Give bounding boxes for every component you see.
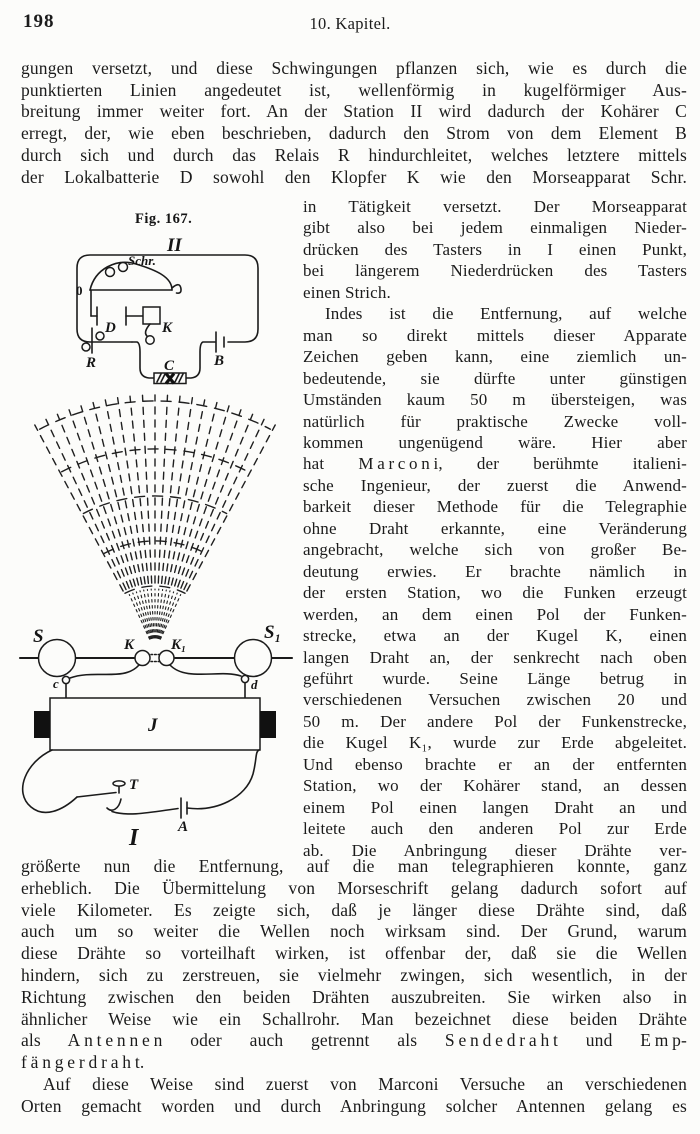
label-coil-j: J bbox=[147, 715, 158, 736]
text-line: 50 m. Der andere Pol der Funkenstrecke, bbox=[303, 711, 687, 731]
label-battery-d: D bbox=[104, 320, 116, 336]
spark-ball-k-icon bbox=[134, 649, 151, 667]
text-line: langen Draht an, der senkrecht nach oben bbox=[303, 647, 687, 667]
label-battery-b: B bbox=[213, 353, 224, 369]
text-line: der ersten Station, wo die Funken erzeug… bbox=[303, 583, 687, 603]
coherer-icon bbox=[153, 372, 187, 385]
text-line: Zeichen geben kann, eine ziemlich un- bbox=[303, 347, 687, 367]
text-line: diese Drähte so vorteilhaft wirken, ist … bbox=[21, 943, 687, 964]
label-taster-t: T bbox=[129, 777, 139, 793]
text-line: natürlich für praktische Zwecke voll- bbox=[303, 411, 687, 431]
label-zero: 0 bbox=[76, 283, 83, 298]
text-line: geführt wurde. Seine Länge betrug in bbox=[303, 668, 687, 688]
figure-caption: Fig. 167. bbox=[135, 211, 192, 227]
station-i-apparatus: S S₁ K K₁ c d J T bbox=[18, 622, 294, 851]
text-line: Und ebenso brachte er an der entfernten bbox=[303, 754, 687, 774]
page-number: 198 bbox=[23, 11, 55, 32]
text-line: auch um so weiter die Wellen noch wirksa… bbox=[21, 921, 687, 942]
text-line: hindern, sich zu zerstreuen, sie vielmeh… bbox=[21, 964, 687, 985]
text-line: drücken des Tasters in I einen Punkt, bbox=[303, 239, 687, 259]
wave-fan bbox=[34, 394, 276, 640]
label-station-i: I bbox=[128, 825, 140, 851]
text-line: Orten gemacht worden und durch Anbringun… bbox=[21, 1095, 687, 1116]
label-ball-k: K bbox=[123, 637, 135, 653]
text-line: Auf diese Weise sind zuerst von Marconi … bbox=[43, 1073, 687, 1094]
label-schr: Schr. bbox=[128, 253, 156, 268]
text-line: erregt, der, wie eben beschrieben, dadur… bbox=[21, 123, 687, 144]
label-ball-k1: K₁ bbox=[170, 637, 186, 653]
text-line: durch sich und durch das Relais R hindur… bbox=[21, 144, 687, 165]
text-line: ohne Draht erkannte, eine Veränderung bbox=[303, 518, 687, 538]
text-line: der Lokalbatterie D sowohl den Klopfer K… bbox=[21, 166, 687, 187]
text-line: als A n t e n n e n oder auch getrennt a… bbox=[21, 1030, 687, 1051]
text-line: deutung erwies. Er brachte nämlich in bbox=[303, 561, 687, 581]
label-sphere-s1: S₁ bbox=[264, 622, 281, 643]
text-line: barkeit dieser Methode für die Telegraph… bbox=[303, 497, 687, 517]
text-line: gungen versetzt, und diese Schwingungen … bbox=[21, 58, 687, 78]
label-terminal-c: c bbox=[53, 676, 59, 691]
text-line: leitete auch den anderen Pol zur Erde bbox=[303, 819, 687, 839]
text-line: Indes ist die Entfernung, auf welche bbox=[325, 304, 687, 324]
text-line: bedeutende, sie dürfte unter günstigen bbox=[303, 368, 687, 388]
text-line: einem Pol einen langen Draht an und bbox=[303, 797, 687, 817]
station-ii-circuit: II C B bbox=[76, 235, 259, 385]
text-line: verschiedenen Versuchen zwischen 20 und bbox=[303, 690, 687, 710]
text-line: einen Strich. bbox=[303, 282, 391, 302]
text-line: erheblich. Die Übermittelung von Morsesc… bbox=[21, 877, 687, 898]
text-line: Station, wo der Kohärer stand, an dessen bbox=[303, 776, 687, 796]
text-line: in Tätigkeit versetzt. Der Morseapparat bbox=[303, 197, 687, 216]
relay-icon bbox=[81, 327, 105, 354]
label-station-ii: II bbox=[166, 235, 182, 256]
label-sphere-s: S bbox=[33, 626, 44, 647]
paragraph-top: gungen versetzt, und diese Schwingungen … bbox=[21, 58, 687, 188]
text-line: gibt also bei jedem einmaligen Nieder- bbox=[303, 218, 687, 238]
label-coherer-c: C bbox=[164, 358, 175, 374]
text-line: viele Kilometer. Es zeigte sich, daß je … bbox=[21, 899, 687, 920]
battery-a-icon bbox=[180, 797, 188, 819]
battery-b-icon bbox=[215, 331, 225, 353]
text-line: ab. Die Anbringung dieser Drähte ver- bbox=[303, 840, 687, 860]
text-line: punktierten Linien angedeutet ist, welle… bbox=[21, 79, 687, 100]
text-line: sche Ingenieur, der zuerst die Anwend- bbox=[303, 475, 687, 495]
label-klopfer-k: K bbox=[161, 320, 173, 336]
text-line: werden, an dem einen Pol der Funken- bbox=[303, 604, 687, 624]
text-line: bei längerem Niederdrücken des Tasters bbox=[303, 261, 687, 281]
sphere-s1-icon bbox=[233, 638, 273, 678]
text-line: angebracht, welche sich von großer Be- bbox=[303, 540, 687, 560]
coil-endcap-right bbox=[260, 711, 276, 738]
spark-ball-k1-icon bbox=[158, 649, 175, 667]
paragraph-bottom: größerte nun die Entfernung, auf die man… bbox=[21, 856, 687, 1118]
text-line: größerte nun die Entfernung, auf die man… bbox=[21, 856, 687, 876]
text-line: ähnlicher Weise wie ein Schallrohr. Man … bbox=[21, 1008, 687, 1029]
text-line: man so direkt mittels dieser Apparate bbox=[303, 325, 687, 345]
text-line: strecke, etwa an der Kugel K, einen bbox=[303, 626, 687, 646]
text-line: breitung immer weiter fort. An der Stati… bbox=[21, 101, 687, 122]
coil-endcap-left bbox=[34, 711, 50, 738]
chapter-heading: 10. Kapitel. bbox=[309, 14, 391, 33]
text-line: kommen ungenügend wäre. Hier aber bbox=[303, 432, 687, 452]
label-battery-a: A bbox=[177, 819, 188, 835]
klopfer-icon bbox=[142, 306, 161, 325]
text-line: Richtung zwischen den beiden Drähten aus… bbox=[21, 986, 687, 1007]
label-terminal-d: d bbox=[251, 677, 258, 692]
right-text-column: in Tätigkeit versetzt. Der Morseapparat … bbox=[303, 196, 687, 861]
label-relay-r: R bbox=[85, 355, 96, 371]
sphere-s-icon bbox=[37, 638, 77, 678]
text-line: hat M a r c o n i, der berühmte italieni… bbox=[303, 454, 687, 474]
text-line: Umständen kaum 50 m übersteigen, was bbox=[303, 390, 687, 410]
text-line: f ä n g e r d r a h t. bbox=[21, 1052, 145, 1073]
taster-icon bbox=[112, 780, 126, 794]
text-line: die Kugel K₁, wurde zur Erde abgeleitet. bbox=[303, 733, 687, 753]
figure-167: Fig. 167. II C B bbox=[18, 211, 294, 851]
